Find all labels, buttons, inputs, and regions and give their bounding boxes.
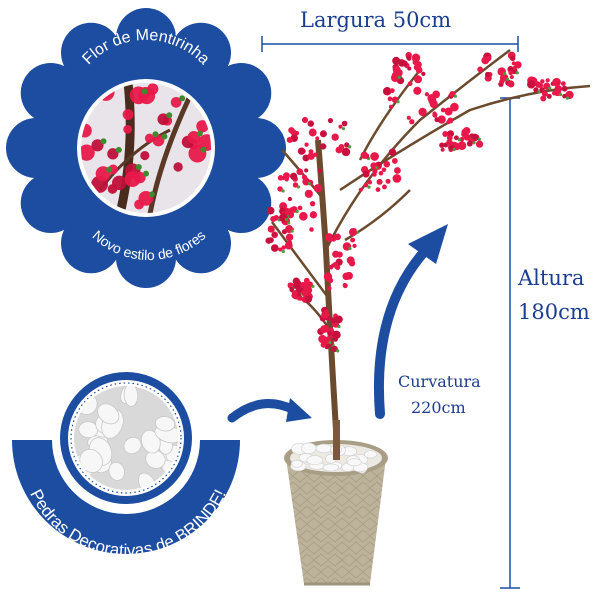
curve-arrow — [373, 224, 448, 419]
tree-blossoms — [265, 51, 574, 353]
width-dimension-line — [261, 36, 519, 52]
flower-badge: Flor de Mentirinha Novo estilo de flores — [6, 8, 286, 288]
width-label: Largura 50cm — [300, 8, 452, 32]
height-dimension-line — [500, 97, 520, 589]
stones-badge: Pedras Decorativas de BRINDE! — [12, 372, 240, 560]
height-value: 180cm — [518, 300, 590, 324]
dotted-ring — [70, 382, 182, 494]
tree-trunk-base — [333, 420, 340, 460]
arrow-to-pot — [227, 398, 312, 423]
height-label: Altura — [518, 266, 585, 290]
white-stones-photo — [74, 386, 178, 490]
stones-ribbon — [12, 440, 240, 554]
artificial-tree — [265, 49, 591, 431]
plant-pot — [284, 420, 388, 586]
curvature-label: Curvatura — [398, 372, 481, 391]
curvature-value: 220cm — [411, 398, 466, 417]
